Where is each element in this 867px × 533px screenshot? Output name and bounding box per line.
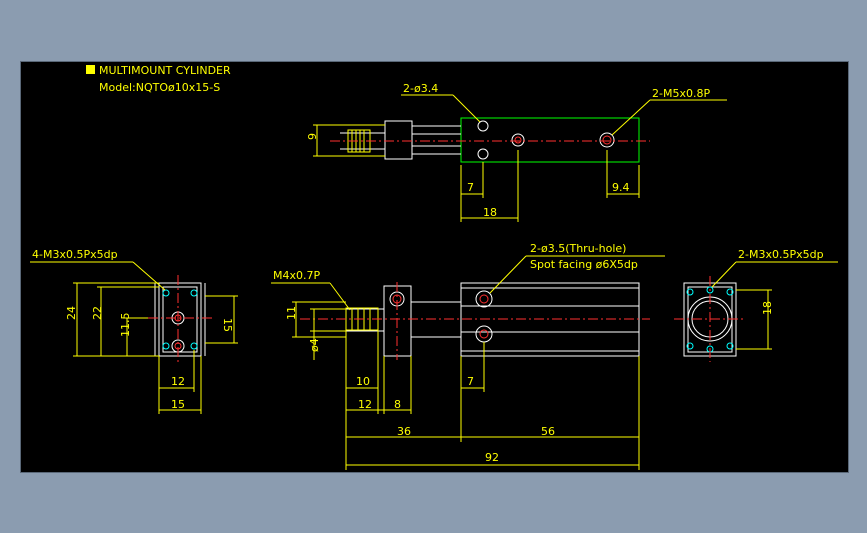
front-dim-11: 11 bbox=[285, 306, 298, 320]
right-view: 2-M3x0.5Px5dp 18 bbox=[674, 248, 838, 362]
left-body-outline bbox=[158, 282, 202, 357]
top-dim-18: 18 bbox=[483, 206, 497, 219]
front-dim-36: 36 bbox=[397, 425, 411, 438]
top-body-outline bbox=[460, 117, 640, 163]
title-line-2: Model:NQTOø10x15-S bbox=[99, 81, 220, 94]
top-callout-thread: 2-M5x0.8P bbox=[652, 87, 710, 100]
left-dim-15-bottom: 15 bbox=[171, 398, 185, 411]
front-dim-d4: ø4 bbox=[308, 338, 321, 352]
top-view: 9 2-ø3.4 2-M5x0.8P 7 18 9.4 bbox=[306, 82, 727, 222]
front-dim-8: 8 bbox=[394, 398, 401, 411]
left-view: 4-M3x0.5Px5dp 24 22 11.5 15 12 15 bbox=[30, 248, 238, 414]
front-dim-56: 56 bbox=[541, 425, 555, 438]
right-callout: 2-M3x0.5Px5dp bbox=[738, 248, 824, 261]
title-marker-icon bbox=[86, 65, 95, 74]
front-dim-7: 7 bbox=[467, 375, 474, 388]
left-dim-11-5: 11.5 bbox=[119, 313, 132, 338]
left-dim-22: 22 bbox=[91, 306, 104, 320]
left-dim-12: 12 bbox=[171, 375, 185, 388]
top-dim-9-4: 9.4 bbox=[612, 181, 630, 194]
left-callout: 4-M3x0.5Px5dp bbox=[32, 248, 118, 261]
front-dim-92: 92 bbox=[485, 451, 499, 464]
left-dim-24: 24 bbox=[65, 306, 78, 320]
front-callout-holes-1: 2-ø3.5(Thru-hole) bbox=[530, 242, 626, 255]
top-callout-holes: 2-ø3.4 bbox=[403, 82, 438, 95]
left-dim-15-right: 15 bbox=[221, 318, 234, 332]
drawing-canvas bbox=[20, 61, 849, 473]
top-dim-height: 9 bbox=[306, 133, 319, 140]
right-dim-18: 18 bbox=[761, 301, 774, 315]
front-dim-12: 12 bbox=[358, 398, 372, 411]
front-view: M4x0.7P 2-ø3.5(Thru-hole) Spot facing ø6… bbox=[271, 242, 665, 470]
front-callout-holes-2: Spot facing ø6X5dp bbox=[530, 258, 638, 271]
top-dim-7: 7 bbox=[467, 181, 474, 194]
front-dim-10: 10 bbox=[356, 375, 370, 388]
title-line-1: MULTIMOUNT CYLINDER bbox=[99, 64, 231, 77]
front-callout-rod: M4x0.7P bbox=[273, 269, 320, 282]
